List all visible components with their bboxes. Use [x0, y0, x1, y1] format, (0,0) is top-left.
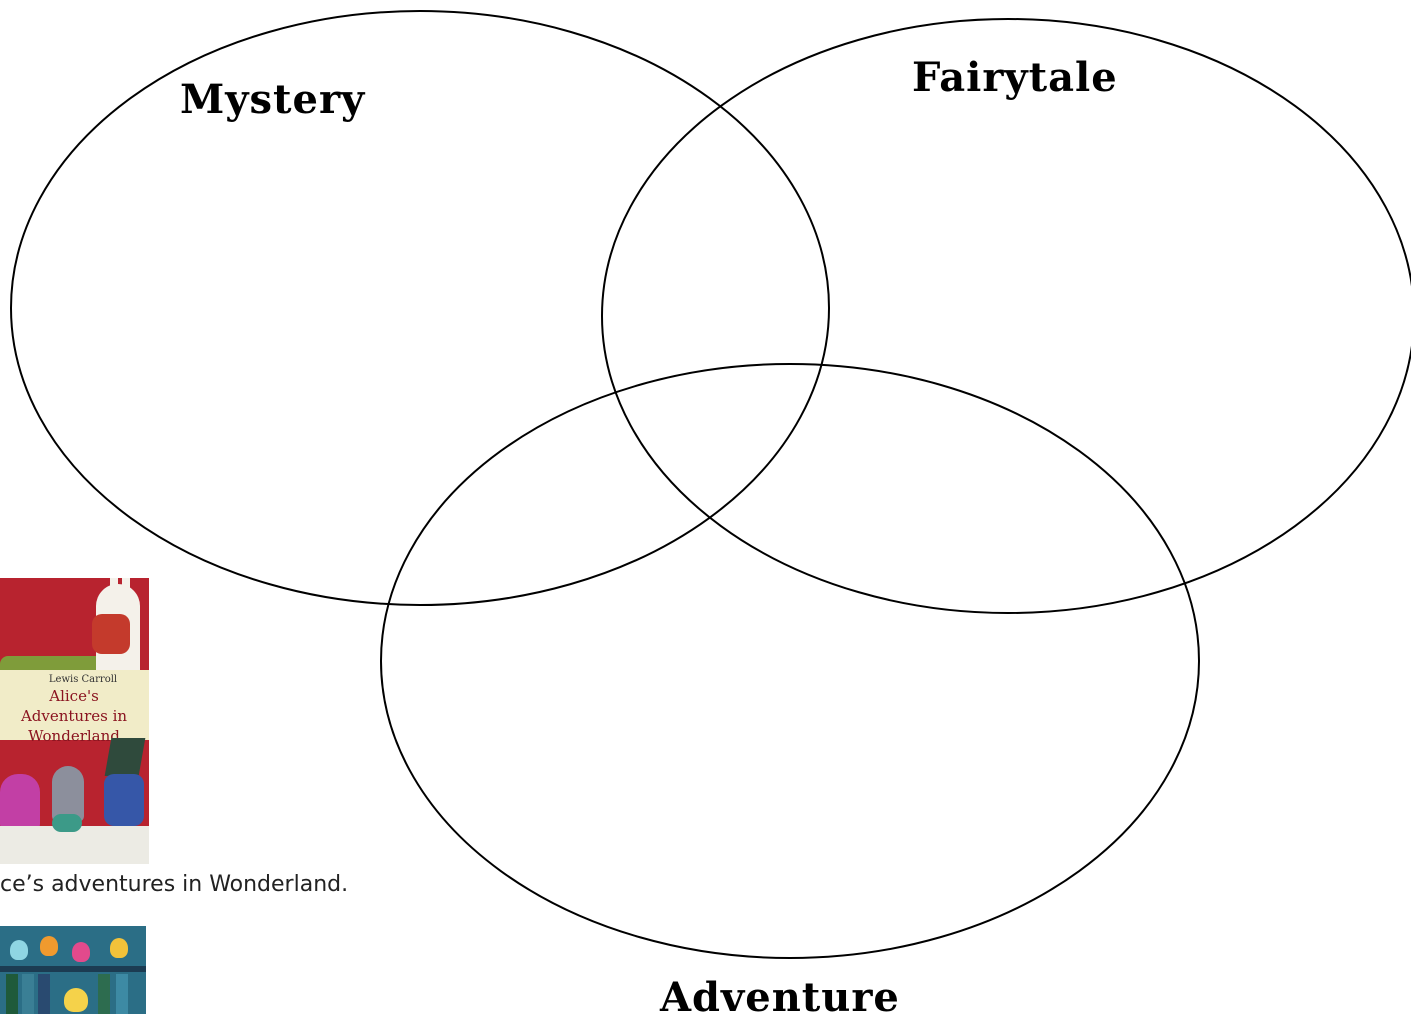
cover-author: Lewis Carroll — [28, 674, 138, 685]
fairytale-label: Fairytale — [912, 58, 1118, 98]
book-spine — [116, 974, 128, 1014]
shelf — [0, 966, 146, 972]
hatter-hat — [105, 738, 146, 776]
teapot-icon — [52, 814, 82, 832]
flask-icon — [64, 988, 88, 1012]
flask-icon — [110, 938, 128, 958]
adventure-circle — [381, 364, 1199, 958]
mystery-label: Mystery — [180, 80, 365, 120]
book-caption: ce’s adventures in Wonderland. — [0, 872, 348, 897]
mad-hatter-figure — [104, 774, 144, 826]
cover-title: Alice's Adventures in Wonderland — [4, 686, 144, 746]
rabbit-coat — [92, 614, 130, 654]
flask-icon — [10, 940, 28, 960]
book-spine — [22, 974, 34, 1014]
adventure-label: Adventure — [660, 978, 900, 1018]
alice-book-cover-image[interactable]: Lewis Carroll Alice's Adventures in Wond… — [0, 578, 149, 864]
book-spine — [38, 974, 50, 1014]
flask-icon — [40, 936, 58, 956]
book-spine — [6, 974, 18, 1014]
lab-potions-image[interactable] — [0, 926, 146, 1014]
alice-figure — [0, 774, 40, 830]
flask-icon — [72, 942, 90, 962]
book-spine — [98, 974, 110, 1014]
